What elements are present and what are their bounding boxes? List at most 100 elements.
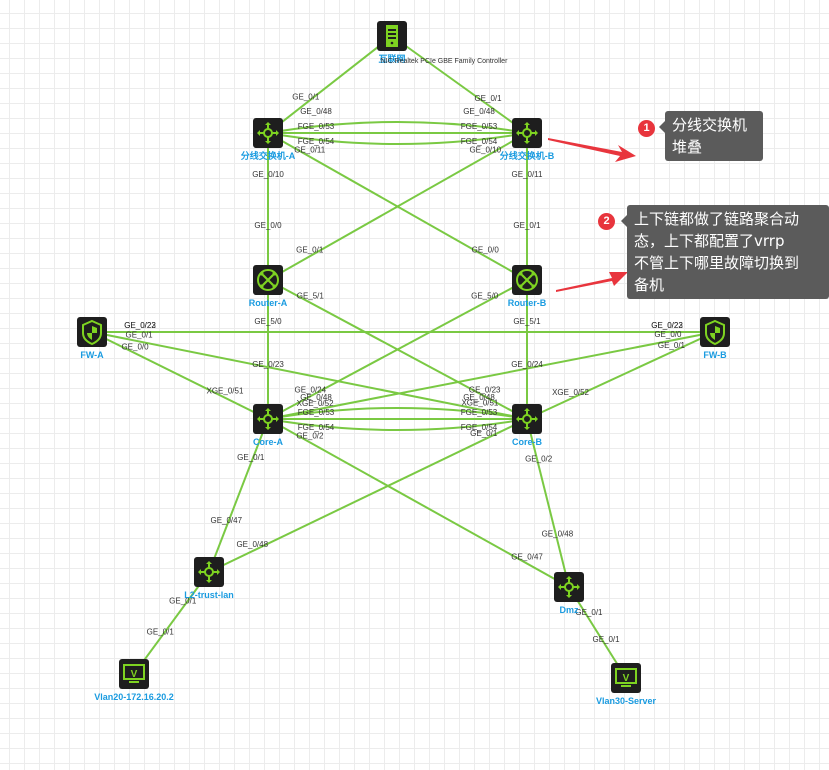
link-fwA-coreA[interactable] (91, 331, 269, 420)
port-label-swB: GE_0/10 (469, 146, 501, 155)
link-coreA-coreB[interactable] (267, 407, 528, 420)
link-fwB-coreA[interactable] (267, 331, 716, 420)
port-label-swB: FGE_0/53 (461, 122, 498, 131)
node-rB[interactable]: Router-B (508, 265, 547, 308)
l3-switch-icon (558, 576, 580, 598)
port-label-coreA: GE_0/2 (296, 431, 324, 440)
l3-switch-icon (516, 122, 538, 144)
port-label-coreA: XGE_0/51 (207, 387, 244, 396)
note-stack: 分线交换机 堆叠 (659, 111, 763, 161)
port-label-fwB: GE_0/23 (651, 321, 683, 330)
firewall-icon (82, 319, 102, 346)
node-fwB[interactable]: FW-B (700, 317, 730, 360)
link-internet-swA[interactable] (267, 35, 393, 134)
node-l2[interactable]: L2-trust-lan (184, 557, 234, 600)
node-label: 分线交换机-A (241, 150, 296, 161)
port-label-coreB: GE_0/24 (511, 360, 543, 369)
link-coreA-coreB[interactable] (267, 418, 528, 431)
port-label-rA: GE_0/0 (254, 221, 282, 230)
link-swB-rA[interactable] (267, 132, 528, 281)
node-label: Dmz (559, 605, 579, 615)
port-label-rA: GE_5/0 (254, 317, 282, 326)
pc-icon: V (615, 668, 637, 687)
node-rA[interactable]: Router-A (249, 265, 288, 308)
node-bg (512, 118, 542, 148)
port-label-swB: GE_0/11 (512, 170, 544, 179)
link-fwB-coreB[interactable] (526, 331, 716, 420)
port-label-coreA: GE_0/24 (295, 385, 327, 394)
note-badge-2: 2 (598, 213, 615, 230)
links-layer (91, 35, 716, 679)
port-label-swA: FGE_0/54 (298, 137, 335, 146)
note-lacp-vrrp: 上下链都做了链路聚合动 态，上下都配置了vrrp 不管上下哪里故障切换到 备机 (621, 205, 829, 299)
port-label-swA: GE_0/11 (294, 146, 326, 155)
port-label-coreA: FGE_0/53 (298, 408, 335, 417)
l3-switch-icon (257, 408, 279, 430)
port-label-swB: FGE_0/54 (461, 137, 498, 146)
port-label-rB: GE_0/1 (513, 221, 541, 230)
link-swA-swB[interactable] (267, 121, 528, 134)
port-label-srv30: GE_0/1 (592, 635, 620, 644)
port-label-coreA: GE_0/48 (300, 393, 332, 402)
node-coreB[interactable]: Core-B (512, 404, 543, 447)
link-coreB-l2[interactable] (208, 418, 528, 573)
pc-icon: V (123, 664, 145, 683)
node-label: Core-B (512, 437, 543, 447)
node-srv30[interactable]: V Vlan30-Server (596, 663, 657, 706)
link-dmz-srv30[interactable] (568, 586, 627, 679)
node-bg (194, 557, 224, 587)
link-internet-swB[interactable] (391, 35, 528, 134)
node-fwA[interactable]: FW-A (77, 317, 107, 360)
node-dmz[interactable]: Dmz (554, 572, 584, 615)
link-coreA-dmz[interactable] (267, 418, 570, 588)
node-label: FW-B (703, 350, 727, 360)
node-label: L2-trust-lan (184, 590, 234, 600)
link-rB-coreA[interactable] (267, 279, 528, 420)
l3-switch-icon (257, 122, 279, 144)
port-label-coreB: FGE_0/54 (461, 423, 498, 432)
node-label: FW-A (80, 350, 104, 360)
port-label-dmz: GE_0/47 (511, 553, 543, 562)
port-label-rB: GE_5/1 (513, 317, 541, 326)
node-bg (253, 404, 283, 434)
port-label-l2: GE_0/48 (236, 540, 268, 549)
server-icon (386, 25, 398, 47)
node-pc20[interactable]: V Vlan20-172.16.20.2 (94, 659, 174, 702)
svg-text:V: V (623, 673, 630, 684)
port-label-pc20: GE_0/1 (147, 627, 175, 636)
node-swA[interactable]: 分线交换机-A (241, 118, 296, 161)
node-bg (554, 572, 584, 602)
port-label-swA: GE_0/48 (300, 107, 332, 116)
link-l2-pc20[interactable] (133, 571, 210, 675)
port-label-fwB: GE_0/22 (651, 321, 683, 330)
link-coreB-dmz[interactable] (526, 418, 570, 588)
port-label-coreB: GE_0/48 (463, 393, 495, 402)
arrows-layer (548, 138, 636, 292)
firewall-icon (705, 319, 725, 346)
link-fwA-coreB[interactable] (91, 331, 528, 420)
port-label-rA: GE_5/1 (297, 292, 325, 301)
port-label-swA: GE_0/10 (252, 170, 284, 179)
node-label: Vlan20-172.16.20.2 (94, 692, 174, 702)
link-coreA-l2[interactable] (208, 418, 269, 573)
port-label-swA: GE_0/1 (292, 92, 320, 101)
link-swA-swB[interactable] (267, 132, 528, 145)
port-label-l2: GE_0/47 (210, 516, 242, 525)
port-label-fwA: GE_0/0 (121, 342, 149, 351)
port-label-swB: GE_0/1 (474, 94, 502, 103)
node-bg (253, 118, 283, 148)
port-label-coreB: GE_0/1 (470, 429, 498, 438)
node-label: Vlan30-Server (596, 696, 657, 706)
router-icon (516, 269, 538, 291)
node-coreA[interactable]: Core-A (253, 404, 284, 447)
note-badge-1: 1 (638, 120, 655, 137)
port-label-coreB: XGE_0/52 (552, 388, 589, 397)
port-label-coreB: GE_0/2 (525, 455, 553, 464)
node-label: 分线交换机-B (500, 150, 555, 161)
node-swB[interactable]: 分线交换机-B (500, 118, 555, 161)
arrow-1 (548, 138, 636, 162)
